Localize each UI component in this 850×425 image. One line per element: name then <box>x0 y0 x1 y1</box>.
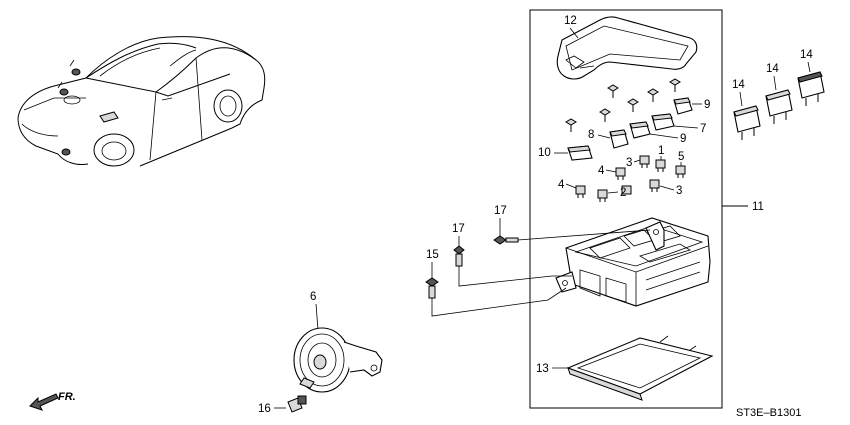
callout-13: 13 <box>536 363 549 375</box>
fuse-box-assembly-frame: 11 <box>529 9 764 409</box>
callout-14-left: 14 <box>732 79 745 91</box>
callout-15: 15 <box>426 249 439 261</box>
callout-9-lower: 9 <box>680 133 686 145</box>
callout-2: 2 <box>620 187 626 199</box>
callout-5: 5 <box>678 151 684 163</box>
relay-14-left <box>733 105 761 140</box>
relay-14-right <box>797 71 825 106</box>
callout-4-upper: 4 <box>598 165 605 177</box>
fuse-3b <box>649 179 660 192</box>
fuse-5 <box>675 165 686 178</box>
part-17-bolt-upper: 17 <box>493 205 651 245</box>
callout-16: 16 <box>258 403 271 415</box>
small-bolt <box>627 98 639 112</box>
callout-1: 1 <box>658 145 664 157</box>
relay-14-middle <box>765 89 793 124</box>
part-15-bolt: 15 <box>425 249 567 317</box>
fuse-3 <box>639 155 650 168</box>
small-bolt <box>607 84 619 98</box>
small-bolt <box>565 118 577 132</box>
callout-17-upper: 17 <box>494 205 507 217</box>
front-arrow-icon <box>29 393 59 411</box>
part-14-relays: 14 14 14 <box>732 49 825 140</box>
callout-3-upper: 3 <box>626 157 632 169</box>
diagram-code: ST3E–B1301 <box>736 407 801 419</box>
fuse-box-body <box>555 217 711 307</box>
fuse-3c <box>621 185 632 195</box>
fuse-2 <box>597 189 608 202</box>
callout-4-lower: 4 <box>558 179 565 191</box>
fuse-4b <box>575 185 586 198</box>
fuse-4 <box>615 167 626 180</box>
callout-10: 10 <box>538 147 551 159</box>
fuse-relay-set: 9 7 9 8 10 1 5 3 4 3 <box>538 78 710 202</box>
front-direction-indicator: FR. <box>29 391 76 411</box>
part-13-lower-cover: 13 <box>536 335 714 401</box>
small-bolt <box>647 88 659 102</box>
part-17-bolt-lower: 17 <box>452 223 572 287</box>
front-direction-label: FR. <box>58 391 76 403</box>
callout-11: 11 <box>752 201 764 213</box>
small-bolt <box>599 108 611 122</box>
part-16-bolt: 16 <box>258 395 307 415</box>
callout-6: 6 <box>310 291 316 303</box>
part-6-horn: 6 <box>293 291 383 393</box>
callout-7: 7 <box>700 123 706 135</box>
vehicle-outline <box>17 36 266 167</box>
fuse-1 <box>655 159 666 172</box>
callout-9-top: 9 <box>704 99 710 111</box>
callout-12: 12 <box>564 15 577 27</box>
part-12-cover: 12 <box>556 15 698 80</box>
callout-14-middle: 14 <box>766 63 779 75</box>
callout-3-lower: 3 <box>676 185 682 197</box>
callout-8: 8 <box>588 129 594 141</box>
callout-14-right: 14 <box>800 49 813 61</box>
callout-17-lower: 17 <box>452 223 465 235</box>
small-bolt <box>669 78 681 92</box>
